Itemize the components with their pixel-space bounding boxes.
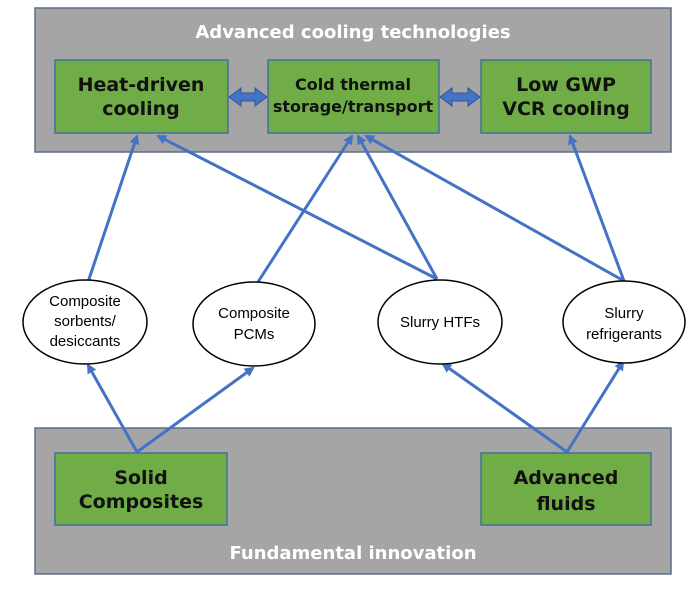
heat-driven-line-2: cooling — [102, 98, 180, 120]
arrow-solid-to-sorbents — [86, 363, 139, 453]
low-gwp-line-2: VCR cooling — [502, 98, 629, 120]
ellipse-slurry-refrigerants: Slurry refrigerants — [562, 280, 686, 364]
double-arrow-cold-lowgwp — [439, 87, 481, 107]
sorbents-line-2: sorbents/ — [54, 313, 117, 330]
heat-driven-line-1: Heat-driven — [78, 74, 205, 96]
box-solid-composites: Solid Composites — [54, 452, 228, 526]
box-advanced-fluids: Advanced fluids — [480, 452, 652, 526]
sorbents-line-1: Composite — [49, 293, 121, 310]
cold-thermal-line-1: Cold thermal — [295, 75, 411, 94]
refrigerants-line-1: Slurry — [604, 305, 644, 322]
refrigerants-line-2: refrigerants — [586, 326, 662, 343]
double-arrow-heat-cold — [228, 87, 268, 107]
htfs-line-1: Slurry HTFs — [400, 314, 480, 331]
bottom-panel-title: Fundamental innovation — [229, 543, 476, 564]
cold-thermal-line-2: storage/transport — [273, 97, 434, 116]
solid-composites-line-1: Solid — [114, 467, 167, 489]
arrow-pcms-to-cold — [256, 134, 354, 283]
low-gwp-line-1: Low GWP — [516, 74, 616, 96]
top-panel-title: Advanced cooling technologies — [195, 22, 510, 43]
box-cold-thermal-storage: Cold thermal storage/transport — [267, 59, 440, 134]
advanced-fluids-line-1: Advanced — [514, 467, 619, 489]
arrow-solid-to-pcms — [136, 366, 255, 454]
arrow-refrigerants-to-lowgwp — [568, 134, 626, 282]
pcms-line-2: PCMs — [234, 326, 275, 343]
solid-composites-line-2: Composites — [79, 491, 204, 513]
ellipse-composite-sorbents: Composite sorbents/ desiccants — [22, 279, 148, 365]
arrow-fluids-to-refrigerants — [565, 360, 625, 453]
arrow-htfs-to-cold — [356, 134, 439, 280]
ellipse-composite-pcms: Composite PCMs — [192, 281, 316, 367]
ellipse-slurry-htfs: Slurry HTFs — [377, 279, 503, 365]
advanced-fluids-line-2: fluids — [536, 493, 595, 515]
arrows — [86, 134, 626, 454]
pcms-line-1: Composite — [218, 305, 290, 322]
sorbents-line-3: desiccants — [50, 333, 121, 350]
box-low-gwp-vcr-cooling: Low GWP VCR cooling — [480, 59, 652, 134]
arrow-htfs-to-heat — [156, 134, 438, 281]
arrow-fluids-to-htfs — [441, 362, 568, 454]
arrow-sorbents-to-heat — [86, 134, 140, 283]
box-heat-driven-cooling: Heat-driven cooling — [54, 59, 229, 134]
arrow-refrigerants-to-cold — [364, 134, 625, 283]
